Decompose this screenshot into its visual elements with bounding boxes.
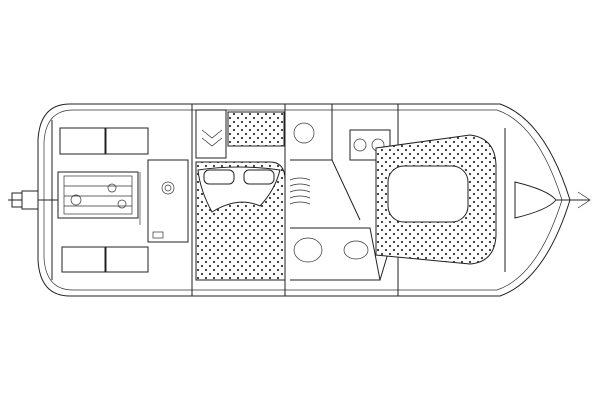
- settee-top: [227, 111, 285, 147]
- forward-berth: [375, 134, 497, 265]
- stern-seat-bottom-left: [61, 246, 106, 273]
- entry-step: [195, 109, 227, 159]
- saloon: [195, 104, 286, 296]
- stern-cockpit: [51, 120, 149, 280]
- engine-block: [57, 171, 141, 225]
- head: [290, 227, 381, 281]
- helm-console: [147, 159, 189, 243]
- galley: [289, 122, 391, 221]
- stern-seat-top-right: [105, 127, 149, 155]
- forward-hatch: [387, 165, 469, 223]
- bow: [504, 128, 591, 272]
- outboard-engine: [8, 190, 58, 210]
- companion-steps: [289, 177, 311, 205]
- hull-outline: [37, 103, 571, 297]
- stern-seat-bottom-right: [105, 246, 149, 273]
- stern-seat-top-left: [59, 127, 106, 155]
